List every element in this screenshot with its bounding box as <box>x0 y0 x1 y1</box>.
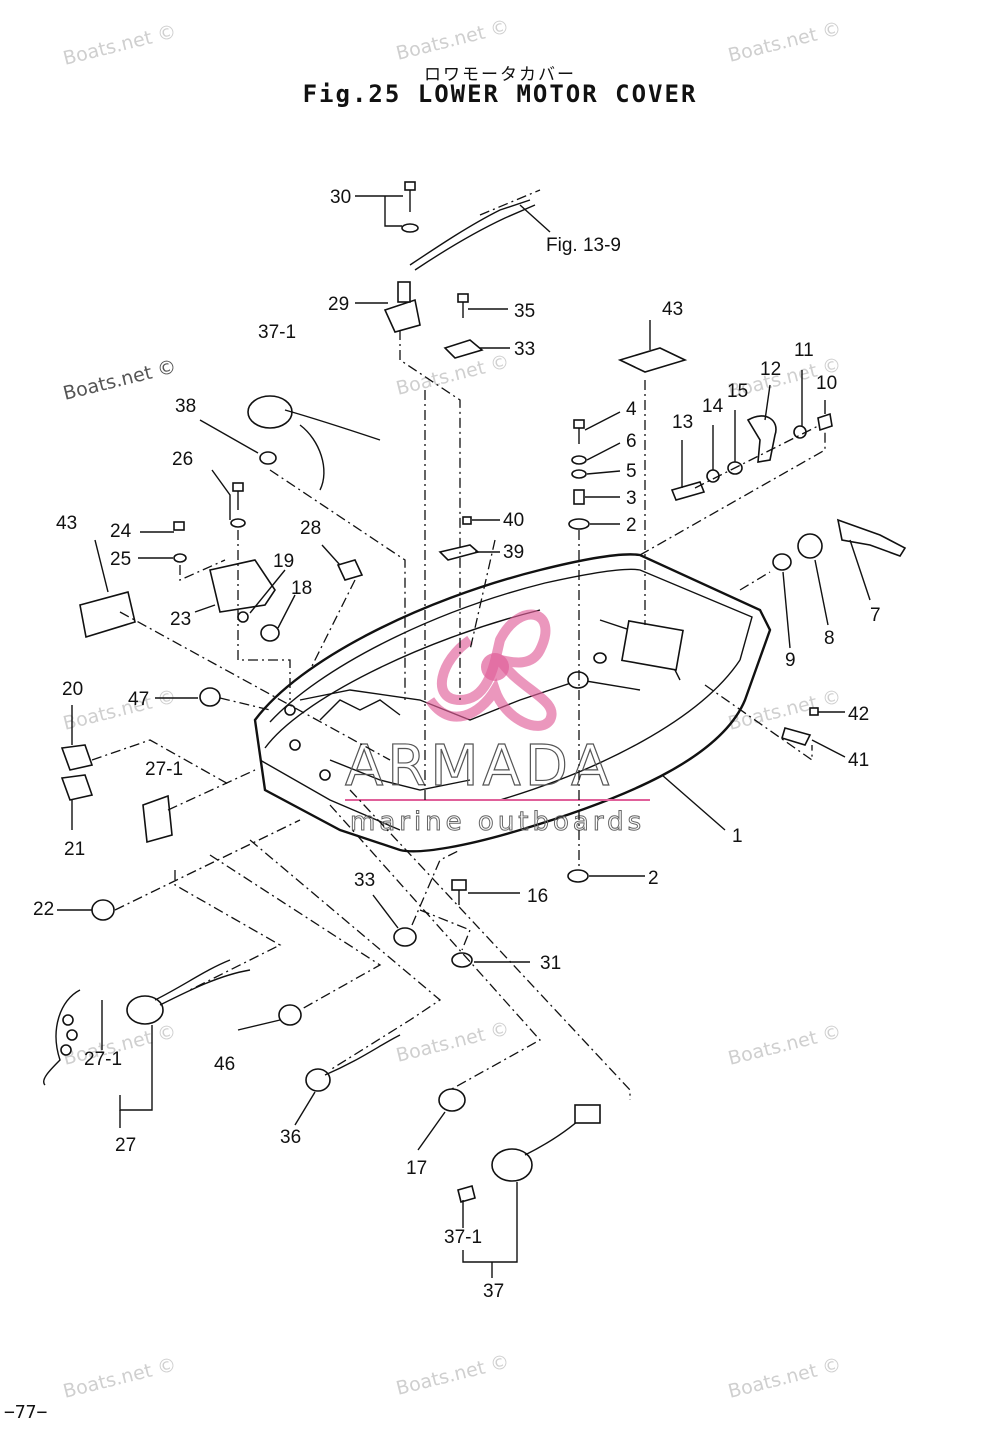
part-label: 4 <box>626 399 637 420</box>
lower-cover-body <box>253 553 772 853</box>
watermark-text: Boats.net © <box>61 20 179 69</box>
part-label: 18 <box>291 578 312 599</box>
watermark-text: Boats.net © <box>394 1350 512 1399</box>
watermark-text: Boats.net © <box>394 15 512 64</box>
part-label: 8 <box>824 628 835 649</box>
part-label: 37-1 <box>258 322 296 343</box>
part-labels: 30 Fig. 13-9 29 35 33 43 37-1 38 26 24 2… <box>33 187 881 1302</box>
part-label: 20 <box>62 679 83 700</box>
part-label: 47 <box>128 689 149 710</box>
part-label: 27-1 <box>145 759 183 780</box>
watermark-text: Boats.net © <box>394 350 512 399</box>
watermark-text: Boats.net © <box>394 1017 512 1066</box>
part-label: 40 <box>503 510 524 531</box>
part-label: 42 <box>848 704 869 725</box>
part-label: 41 <box>848 750 869 771</box>
part-label: 14 <box>702 396 724 417</box>
part-label: 19 <box>273 551 294 572</box>
part-label: 7 <box>870 605 881 626</box>
watermark-text: Boats.net © <box>61 355 179 404</box>
part-label: 37 <box>483 1281 504 1302</box>
part-label: 2 <box>648 868 659 889</box>
watermark-text: Boats.net © <box>61 1353 179 1402</box>
part-label: 24 <box>110 521 132 542</box>
assembly-lines <box>91 330 826 1100</box>
reference-label: Fig. 13-9 <box>546 235 621 256</box>
part-label: 35 <box>514 301 535 322</box>
part-label: 27 <box>115 1135 136 1156</box>
title-japanese: ロワモータカバー <box>424 65 576 85</box>
brand-watermark-subtext: marine outboards <box>350 807 645 837</box>
part-label: 5 <box>626 461 637 482</box>
part-label: 39 <box>503 542 524 563</box>
part-label: 46 <box>214 1054 235 1075</box>
page-number: −77− <box>4 1402 48 1423</box>
part-label: 37-1 <box>444 1227 482 1248</box>
part-label: 1 <box>732 826 743 847</box>
part-label: 31 <box>540 953 561 974</box>
part-label: 15 <box>727 381 748 402</box>
part-label: 22 <box>33 899 54 920</box>
part-label: 10 <box>816 373 837 394</box>
part-label: 11 <box>794 340 814 361</box>
part-label: 43 <box>56 513 77 534</box>
part-label: 23 <box>170 609 191 630</box>
part-label: 29 <box>328 294 349 315</box>
watermark-text: Boats.net © <box>726 17 844 66</box>
watermark-layer: Boats.net © Boats.net © Boats.net © Boat… <box>61 15 844 1402</box>
part-label: 33 <box>514 339 535 360</box>
part-label: 17 <box>406 1158 427 1179</box>
watermark-text: Boats.net © <box>726 1020 844 1069</box>
watermark-text: Boats.net © <box>726 1353 844 1402</box>
armada-watermark: ARMADA marine outboards <box>344 609 650 838</box>
part-label: 6 <box>626 431 637 452</box>
part-label: 30 <box>330 187 351 208</box>
part-label: 21 <box>64 839 85 860</box>
brand-watermark-text: ARMADA <box>345 734 613 799</box>
leader-lines <box>57 195 871 1278</box>
part-label: 25 <box>110 549 131 570</box>
page-title: Fig.25 LOWER MOTOR COVER <box>302 80 698 108</box>
part-label: 26 <box>172 449 193 470</box>
part-label: 3 <box>626 488 637 509</box>
part-label: 43 <box>662 299 683 320</box>
part-label: 36 <box>280 1127 301 1148</box>
part-label: 13 <box>672 412 693 433</box>
part-label: 28 <box>300 518 321 539</box>
part-label: 12 <box>760 359 781 380</box>
part-label: 9 <box>785 650 796 671</box>
part-label: 27-1 <box>84 1049 122 1070</box>
part-label: 2 <box>626 515 637 536</box>
part-label: 38 <box>175 396 196 417</box>
part-label: 16 <box>527 886 548 907</box>
part-label: 33 <box>354 870 375 891</box>
parts-layer <box>43 181 907 1203</box>
